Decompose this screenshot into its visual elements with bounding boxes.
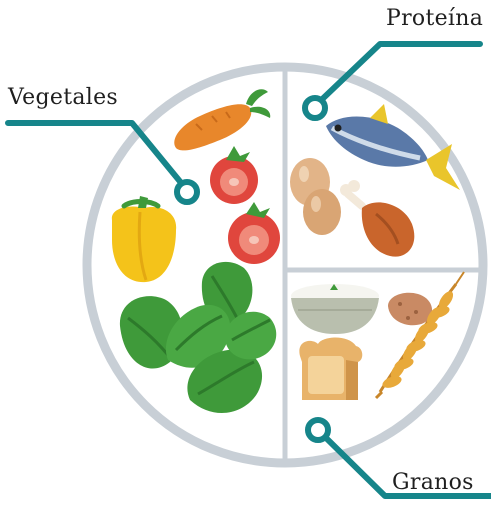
label-vegetables: Vegetales [8,85,118,110]
bread-icon [299,338,362,401]
egg-icon [303,189,341,235]
label-protein: Proteína [386,6,483,31]
label-grains: Granos [392,470,474,495]
